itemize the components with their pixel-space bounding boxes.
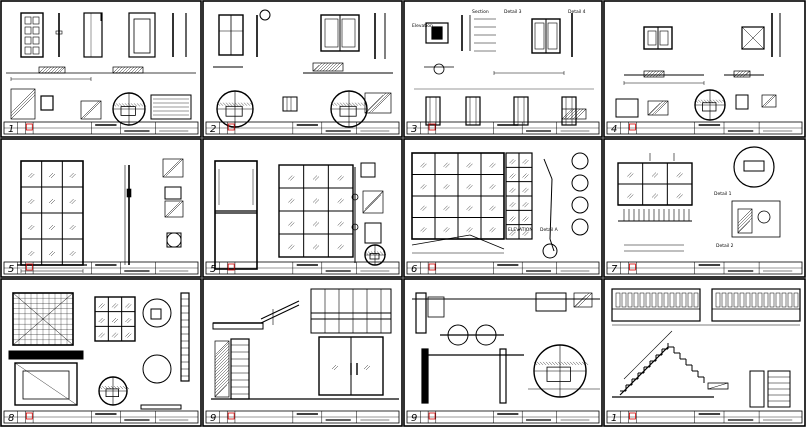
drawing-label: Section bbox=[472, 9, 489, 15]
title-block: 9 bbox=[205, 410, 400, 424]
drawing-sheet-4: 4 bbox=[603, 0, 806, 138]
detail-callout bbox=[98, 376, 130, 406]
title-block: 1 bbox=[606, 410, 803, 424]
sheet-number: 5 bbox=[8, 264, 14, 275]
revision-mark bbox=[25, 123, 33, 131]
drawing-sheet-9: 8 bbox=[0, 278, 202, 427]
drawing-sheet-2: 2 bbox=[202, 0, 403, 138]
revision-mark bbox=[428, 412, 436, 420]
drawing-label: Detail A bbox=[540, 227, 559, 233]
sheet-number: 5 bbox=[210, 264, 216, 275]
sheet-number: 1 bbox=[611, 413, 617, 424]
sheet-number: 2 bbox=[210, 124, 216, 135]
title-block: 5 bbox=[205, 261, 400, 275]
sheet-number: 7 bbox=[611, 264, 618, 275]
sheet-border bbox=[403, 278, 603, 427]
sheet-border bbox=[202, 138, 403, 278]
revision-mark bbox=[25, 412, 33, 420]
sheet-border bbox=[403, 0, 603, 138]
sheet-border bbox=[0, 138, 202, 278]
drawing-label: ELEVATION bbox=[508, 227, 533, 233]
sheet-border bbox=[603, 278, 806, 427]
detail-callout bbox=[112, 92, 147, 126]
title-block: 2 bbox=[205, 121, 400, 135]
title-block: 9 bbox=[406, 410, 600, 424]
revision-mark bbox=[227, 412, 235, 420]
sheet-number: 1 bbox=[8, 124, 14, 135]
detail-callout bbox=[533, 344, 589, 398]
revision-mark bbox=[629, 263, 636, 271]
revision-mark bbox=[428, 263, 436, 271]
sheet-border bbox=[202, 0, 403, 138]
revision-mark bbox=[25, 263, 33, 271]
drawing-sheet-7: ELEVATION Detail A 6 bbox=[403, 138, 603, 278]
drawing-sheet-10: 9 bbox=[202, 278, 403, 427]
title-block: 8 bbox=[3, 410, 199, 424]
sheet-number: 3 bbox=[411, 124, 417, 135]
drawing-sheet-6: 5 bbox=[202, 138, 403, 278]
detail-callout bbox=[694, 89, 726, 121]
sheet-number: 8 bbox=[8, 413, 14, 424]
title-block: 3 bbox=[406, 121, 600, 135]
revision-mark bbox=[629, 412, 636, 420]
detail-callout bbox=[330, 90, 368, 128]
sheet-number: 9 bbox=[210, 413, 216, 424]
detail-callout bbox=[364, 244, 387, 266]
drawing-label: Elevation bbox=[412, 23, 433, 29]
title-block: 7 bbox=[606, 261, 803, 275]
title-block: 6 bbox=[406, 261, 600, 275]
sheet-number: 6 bbox=[411, 264, 417, 275]
revision-mark bbox=[428, 123, 436, 131]
drawing-sheet-5: 5 bbox=[0, 138, 202, 278]
drawing-sheet-12: 1 bbox=[603, 278, 806, 427]
revision-mark bbox=[629, 123, 636, 131]
sheet-border bbox=[403, 138, 603, 278]
detail-callout bbox=[216, 90, 254, 128]
sheet-number: 4 bbox=[611, 124, 617, 135]
revision-mark bbox=[227, 263, 235, 271]
drawing-sheet-1: 1 bbox=[0, 0, 202, 138]
drawing-sheet-8: Detail 1 Detail 2 7 bbox=[603, 138, 806, 278]
title-block: 1 bbox=[3, 121, 199, 135]
drawing-label: Detail 2 bbox=[716, 243, 734, 249]
drawing-sheet-3: Elevation Section Detail 3 Detail 4 3 bbox=[403, 0, 603, 138]
sheet-border bbox=[202, 278, 403, 427]
title-block: 5 bbox=[3, 261, 199, 275]
sheet-number: 9 bbox=[411, 413, 417, 424]
sheet-border bbox=[603, 138, 806, 278]
drawing-label: Detail 1 bbox=[714, 191, 732, 197]
revision-mark bbox=[227, 123, 235, 131]
title-block: 4 bbox=[606, 121, 803, 135]
drawing-label: Detail 3 bbox=[504, 9, 522, 15]
drawing-sheet-11: 9 bbox=[403, 278, 603, 427]
drawing-label: Detail 4 bbox=[568, 9, 586, 15]
